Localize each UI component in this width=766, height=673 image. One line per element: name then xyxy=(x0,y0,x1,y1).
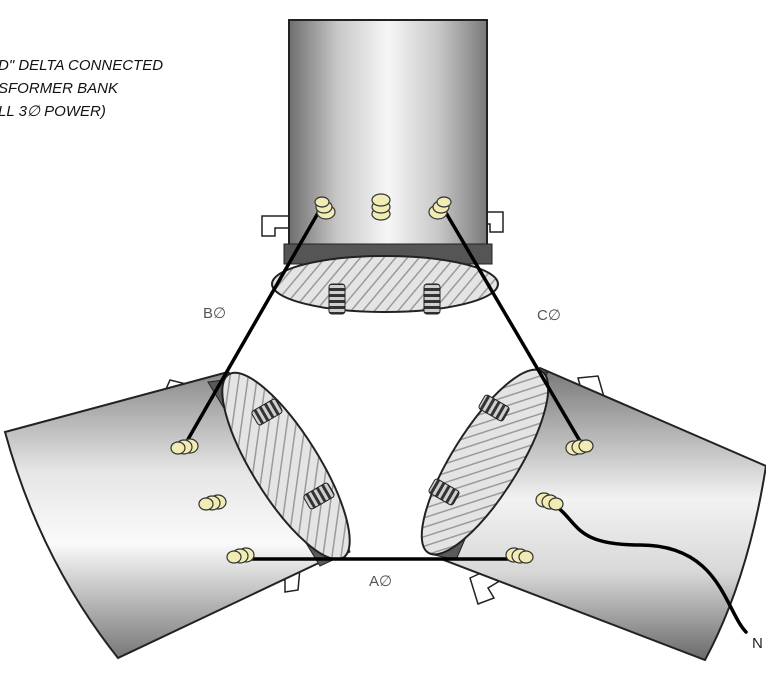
title-line-1: D" DELTA CONNECTED xyxy=(0,57,163,74)
top-secondary-stud-left xyxy=(328,283,346,315)
neutral-wire xyxy=(548,500,748,634)
left-transformer-tank xyxy=(3,370,351,660)
left-secondary-stud-lower xyxy=(303,482,335,510)
phase-c-wire xyxy=(440,204,586,450)
left-bushing-middle xyxy=(198,494,227,511)
right-secondary-stud-upper xyxy=(478,394,510,422)
phase-a-label: A∅ xyxy=(369,573,392,590)
bushings xyxy=(170,193,594,564)
phase-c-label: C∅ xyxy=(537,307,561,324)
right-transformer-tank xyxy=(420,366,766,662)
right-secondary-stud-lower xyxy=(428,478,460,506)
right-tank-end-face xyxy=(420,368,550,556)
title-line-3: LL 3∅ POWER) xyxy=(0,103,106,120)
top-secondary-stud-right xyxy=(423,283,441,315)
right-bushing-lower xyxy=(505,547,534,564)
left-bushing-upper xyxy=(170,438,199,455)
top-bushing-right xyxy=(428,196,452,220)
title-block: D" DELTA CONNECTED SFORMER BANK LL 3∅ PO… xyxy=(0,57,163,120)
top-bushing-left xyxy=(314,196,336,220)
top-tank-bottom-face xyxy=(271,255,499,313)
right-bushing-middle xyxy=(535,492,564,511)
delta-wiring xyxy=(181,204,748,634)
right-bushing-upper xyxy=(565,439,594,456)
left-secondary-stud-upper xyxy=(251,398,283,426)
top-transformer-tank xyxy=(261,19,504,313)
left-bushing-lower xyxy=(226,547,255,564)
title-line-2: SFORMER BANK xyxy=(0,80,119,97)
phase-b-label: B∅ xyxy=(203,305,226,322)
secondary-studs xyxy=(251,283,510,510)
neutral-label: N xyxy=(752,635,763,652)
top-mounting-bracket-left xyxy=(261,215,291,237)
phase-b-wire xyxy=(181,204,324,450)
top-bushing-center xyxy=(371,193,391,221)
